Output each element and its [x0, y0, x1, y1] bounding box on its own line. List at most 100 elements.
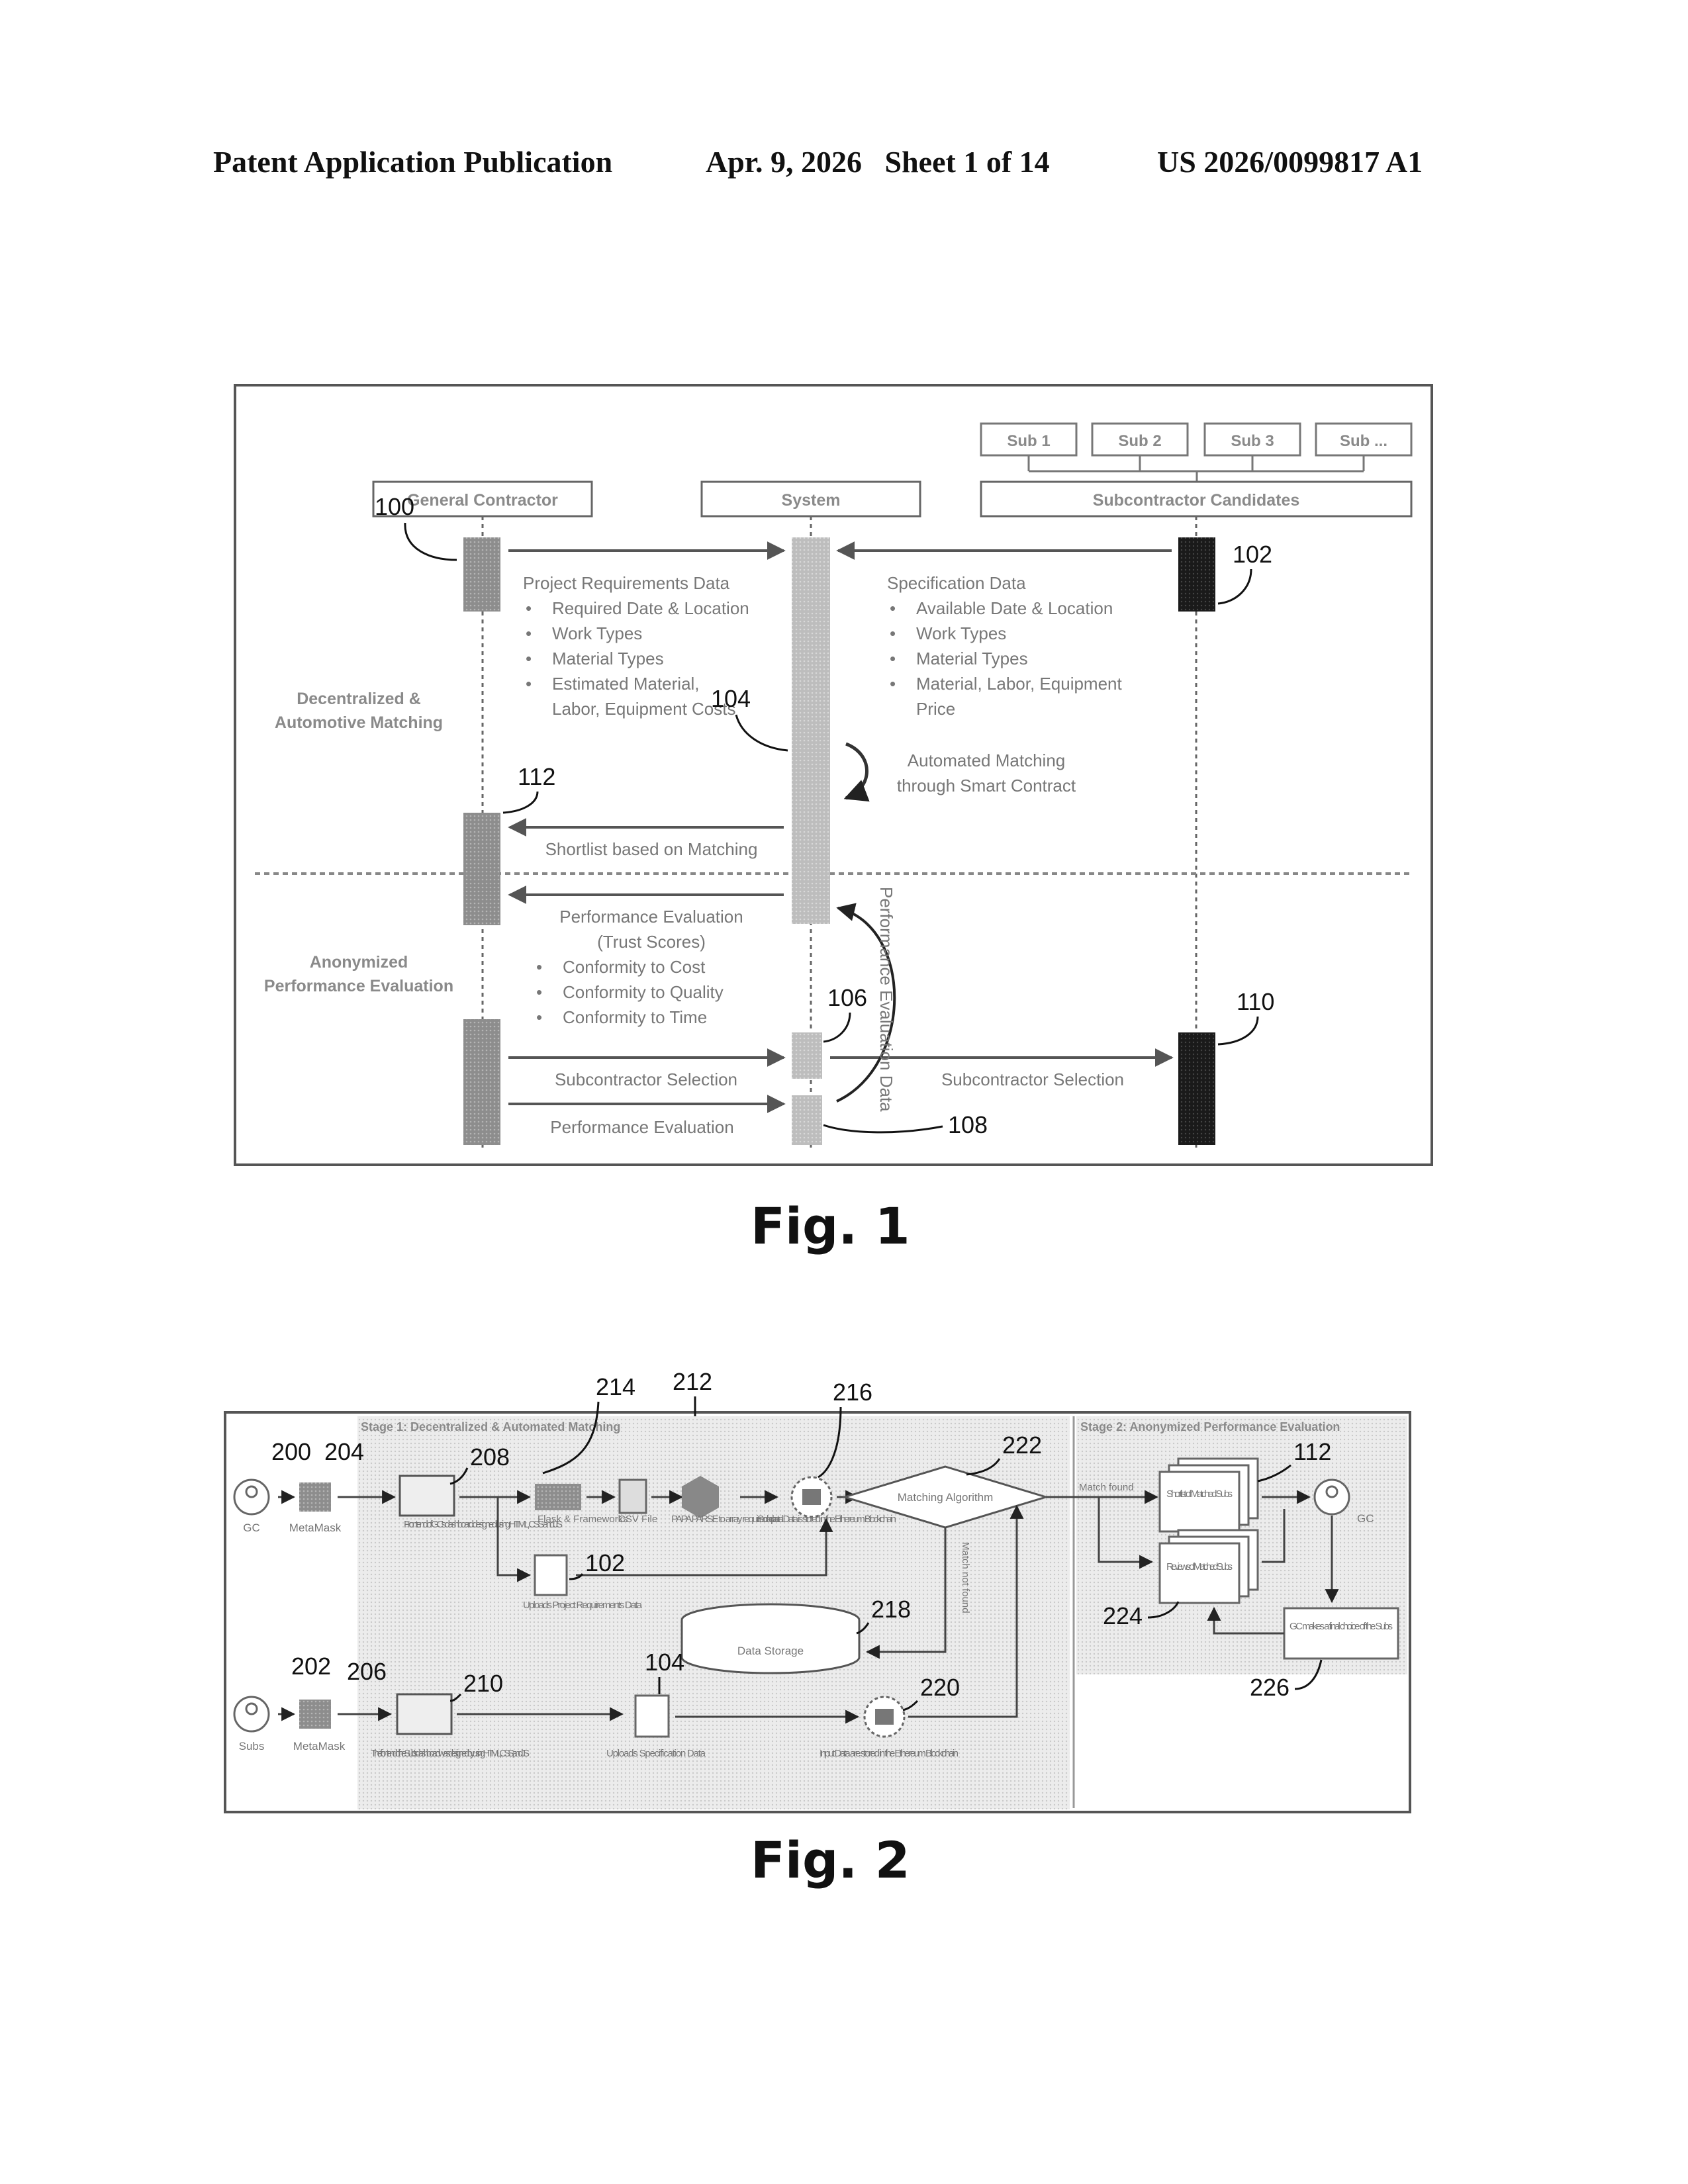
ref-112: 112 [518, 763, 555, 790]
upload-project-label: Uploads Project Requirements Data [523, 1600, 643, 1611]
perf-eval-title: Performance Evaluation [559, 907, 743, 927]
ref-222: 222 [1002, 1432, 1042, 1459]
gc-activation-2 [463, 813, 500, 925]
sub-1-label: Sub 1 [1007, 432, 1050, 450]
system-lane-label: System [782, 491, 841, 510]
bullet: • [536, 982, 542, 1002]
ref-102-fig2: 102 [585, 1549, 625, 1576]
subs-frontend-monitor-icon [397, 1694, 451, 1734]
upload-spec-doc-icon [635, 1696, 669, 1737]
gc-activation-1 [463, 537, 500, 612]
ref-110: 110 [1237, 988, 1274, 1015]
bullet: • [526, 598, 532, 618]
ref-210: 210 [463, 1670, 503, 1697]
ref-212: 212 [673, 1368, 712, 1395]
phase2-label-line1: Anonymized [310, 953, 408, 972]
perf-eval-data-vertical-label: Performance Evaluation Data [876, 887, 896, 1112]
ref-218: 218 [871, 1596, 911, 1623]
fig2-caption: Fig. 2 [751, 1831, 910, 1889]
gc-label: GC [243, 1522, 260, 1534]
metamask-bottom-label: MetaMask [293, 1740, 346, 1752]
system-activation-2 [792, 1032, 822, 1079]
system-activation-3 [792, 1095, 822, 1145]
ref-108: 108 [948, 1111, 988, 1138]
ref-216: 216 [833, 1379, 872, 1406]
ref-200: 200 [271, 1438, 311, 1465]
upload-spec-label: Uploads Specification Data [606, 1748, 706, 1759]
sub-3-label: Sub 3 [1231, 432, 1274, 450]
perf-eval-item: Conformity to Time [563, 1007, 707, 1027]
candidate-activation-1 [1178, 537, 1215, 612]
ref-220: 220 [920, 1674, 960, 1701]
bullet: • [890, 623, 896, 643]
perf-eval-item: Conformity to Cost [563, 957, 706, 977]
spec-data-item: Available Date & Location [916, 598, 1113, 618]
project-req-item: Work Types [552, 623, 642, 643]
matching-label-line2: through Smart Contract [897, 776, 1076, 796]
shortlist-label: Shortlist based on Matching [545, 839, 758, 859]
bullet: • [890, 598, 896, 618]
stage2-label: Stage 2: Anonymized Performance Evaluati… [1080, 1420, 1340, 1433]
metamask-top-icon [299, 1482, 331, 1512]
gc-final-label: GC makes a final choice of the Subs [1289, 1621, 1393, 1632]
sub-selection-right-label: Subcontractor Selection [941, 1069, 1124, 1089]
bullet: • [536, 1007, 542, 1027]
project-req-item-cont: Labor, Equipment Costs [552, 699, 736, 719]
project-req-item: Material Types [552, 649, 664, 668]
csv-file-icon [620, 1480, 646, 1513]
subs-frontend-label: The frontend of the Sub's dashboard was … [371, 1748, 530, 1759]
spec-data-item: Material, Labor, Equipment [916, 674, 1123, 694]
bullet: • [526, 623, 532, 643]
perf-eval-bottom-label: Performance Evaluation [550, 1117, 733, 1137]
bullet: • [526, 649, 532, 668]
figure-1: Sub 1 Sub 2 Sub 3 Sub ... General Contra… [235, 385, 1432, 1165]
csv-label: CSV File [618, 1514, 657, 1525]
subs-label: Subs [239, 1740, 265, 1752]
candidate-activation-2 [1178, 1032, 1215, 1145]
perf-eval-subtitle: (Trust Scores) [597, 932, 706, 952]
ref-226: 226 [1250, 1674, 1289, 1701]
bullet: • [890, 649, 896, 668]
spec-data-title: Specification Data [887, 573, 1026, 593]
ref-204: 204 [324, 1438, 364, 1465]
data-storage-label: Data Storage [737, 1645, 804, 1657]
stage1-label: Stage 1: Decentralized & Automated Match… [361, 1420, 620, 1433]
matching-label-line1: Automated Matching [908, 751, 1065, 770]
bullet: • [890, 674, 896, 694]
database-icon-bottom [875, 1709, 894, 1725]
matching-algorithm-label: Matching Algorithm [898, 1491, 994, 1504]
bullet: • [536, 957, 542, 977]
ref-100: 100 [375, 493, 414, 520]
gc-right-label: GC [1357, 1512, 1374, 1525]
sub-more-label: Sub ... [1340, 432, 1387, 450]
spec-data-item: Material Types [916, 649, 1028, 668]
ref-208: 208 [470, 1443, 510, 1471]
spec-data-item-cont: Price [916, 699, 955, 719]
gc-frontend-monitor-icon [400, 1476, 454, 1516]
match-found-label: Match found [1079, 1482, 1134, 1493]
ref-202: 202 [291, 1653, 331, 1680]
sub-2-label: Sub 2 [1118, 432, 1161, 450]
ref-104-fig2: 104 [645, 1649, 684, 1676]
spec-data-item: Work Types [916, 623, 1006, 643]
flask-label: Flask & Frameworks [538, 1514, 628, 1525]
ref-112-fig2: 112 [1293, 1438, 1331, 1465]
database-icon-top [802, 1489, 821, 1505]
figure-2: Stage 1: Decentralized & Automated Match… [225, 1368, 1410, 1812]
project-req-title: Project Requirements Data [523, 573, 730, 593]
ref-214: 214 [596, 1373, 635, 1400]
phase1-label-line1: Decentralized & [297, 690, 421, 708]
reviews-doc-front [1160, 1543, 1239, 1603]
phase1-label-line2: Automotive Matching [275, 713, 443, 732]
fig1-caption: Fig. 1 [751, 1197, 910, 1255]
system-activation-main [792, 537, 830, 924]
input-stored-label: Input Data are stored in the Ethereum Bl… [820, 1748, 959, 1759]
ref-106: 106 [827, 984, 867, 1011]
shortlist-doc-front [1160, 1472, 1239, 1531]
ref-104: 104 [711, 685, 751, 712]
metamask-bottom-icon [299, 1700, 331, 1729]
perf-eval-item: Conformity to Quality [563, 982, 724, 1002]
bullet: • [526, 674, 532, 694]
phase2-label-line2: Performance Evaluation [264, 977, 453, 995]
flask-icon [535, 1484, 581, 1510]
